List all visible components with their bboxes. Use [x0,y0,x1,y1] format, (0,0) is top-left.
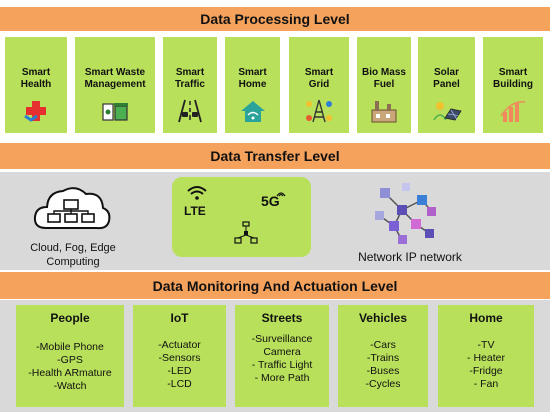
data-monitoring-level-banner: Data Monitoring And Actuation Level [0,272,550,299]
building-chart-icon [500,101,526,122]
wifi-icon [187,186,207,200]
iot-item: -LCD [167,378,192,390]
fiveg-label: 5G [261,193,280,209]
home-item: - Fan [473,378,499,390]
home-card: Home -TV - Heater -Fridge - Fan [438,305,534,407]
network-devices-icon [234,221,258,244]
home-title: Home [469,311,503,325]
iot-title: IoT [170,311,189,325]
iot-item: -LED [167,365,192,377]
data-transfer-level-title: Data Transfer Level [210,148,340,164]
home-item: -Fridge [469,365,503,377]
vehicles-item: -Trains [366,352,400,364]
ip-network-icon [375,183,436,244]
people-item: -Health ARmature [28,367,112,379]
streets-card: Streets -Surveillance Camera - Traffic L… [235,305,329,407]
home-item: - Heater [467,352,505,364]
home-item: -TV [477,339,495,351]
vehicles-item: -Buses [366,365,400,377]
streets-item: - More Path [254,372,310,384]
power-grid-icon [306,99,332,123]
streets-item: Camera [263,346,301,358]
vehicles-title: Vehicles [358,311,408,325]
cloud-computing-icon [33,187,111,230]
people-item: -Mobile Phone [36,341,104,353]
recycle-bin-icon [102,103,128,121]
streets-item: -Surveillance [251,333,313,345]
people-item: -GPS [57,354,83,366]
traffic-road-icon [178,99,202,123]
iot-card: IoT -Actuator -Sensors -LED -LCD [133,305,226,407]
network-ip-caption: Network IP network [358,250,462,264]
data-monitoring-level-title: Data Monitoring And Actuation Level [152,277,398,294]
streets-title: Streets [261,311,303,325]
signal-waves-icon [276,192,286,197]
lte-label: LTE [184,204,206,218]
people-title: People [50,311,90,325]
vehicles-item: -Cars [370,339,396,351]
smart-home-icon [240,101,265,122]
iot-item: -Actuator [158,339,201,351]
health-icon [24,101,46,122]
data-processing-level-title: Data Processing Level [200,11,350,27]
data-processing-level-banner: Data Processing Level [0,7,550,31]
vehicles-card: Vehicles -Cars -Trains -Buses -Cycles [338,305,428,407]
factory-icon [371,101,397,123]
data-transfer-level-banner: Data Transfer Level [0,143,550,169]
vehicles-item: -Cycles [365,378,401,390]
solar-panel-icon [432,102,462,121]
people-card: People -Mobile Phone -GPS -Health ARmatu… [16,305,124,407]
wireless-technologies-box: LTE 5G [172,177,311,257]
iot-item: -Sensors [158,352,201,364]
people-item: -Watch [53,380,87,392]
streets-item: - Traffic Light [251,359,313,371]
